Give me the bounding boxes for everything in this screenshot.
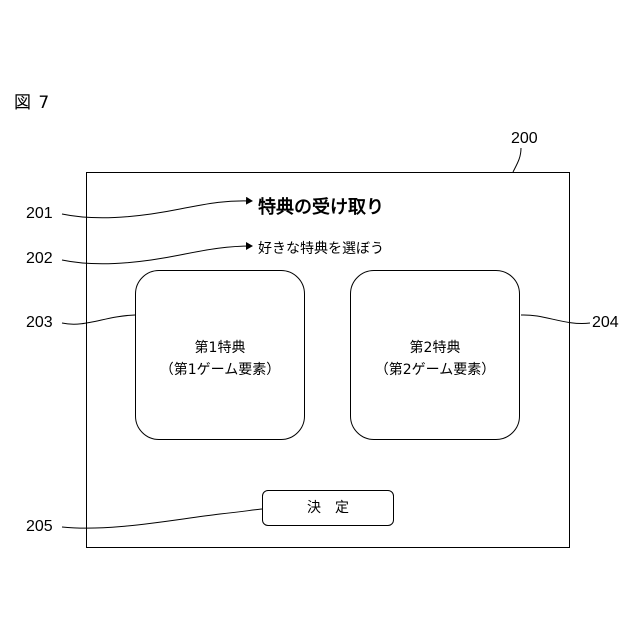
bonus-card-2-title: 第2特典 <box>351 337 519 359</box>
bonus-card-1-detail: （第1ゲーム要素） <box>136 359 304 381</box>
ref-202: 202 <box>26 250 53 268</box>
ref-200: 200 <box>511 130 538 148</box>
bonus-card-1-title: 第1特典 <box>136 337 304 359</box>
leader-200 <box>513 148 521 172</box>
ref-205: 205 <box>26 518 53 536</box>
screen-title: 特典の受け取り <box>258 193 384 219</box>
decide-button[interactable]: 決定 <box>262 490 394 526</box>
ref-201: 201 <box>26 205 53 223</box>
bonus-card-2-detail: （第2ゲーム要素） <box>351 359 519 381</box>
ref-203: 203 <box>26 314 53 332</box>
screen-subtitle: 好きな特典を選ぼう <box>258 238 384 258</box>
bonus-card-2-text: 第2特典 （第2ゲーム要素） <box>351 337 519 381</box>
ref-204: 204 <box>592 314 619 332</box>
bonus-card-2[interactable]: 第2特典 （第2ゲーム要素） <box>350 270 520 440</box>
figure-label: 図 7 <box>14 88 50 113</box>
bonus-card-1-text: 第1特典 （第1ゲーム要素） <box>136 337 304 381</box>
bonus-card-1[interactable]: 第1特典 （第1ゲーム要素） <box>135 270 305 440</box>
